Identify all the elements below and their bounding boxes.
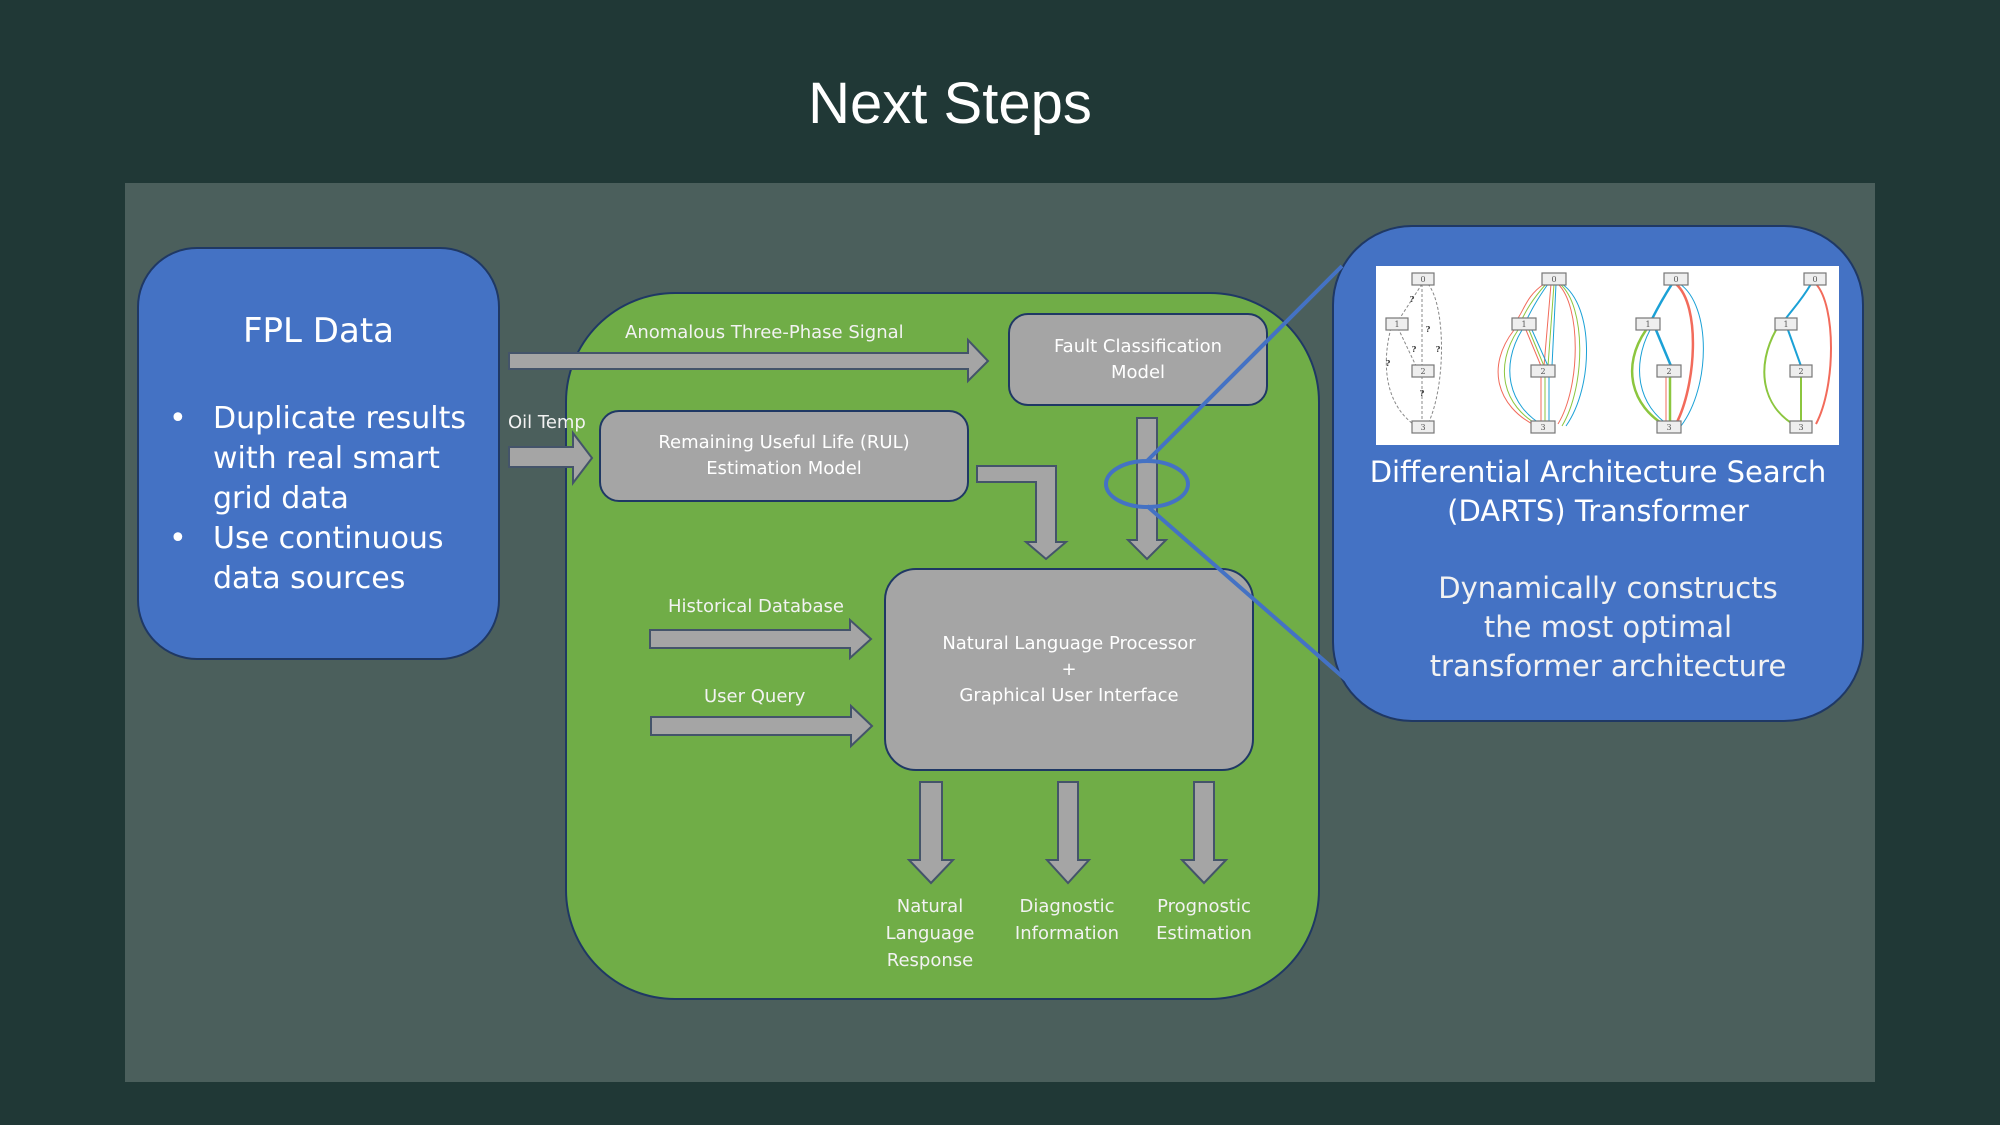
darts-title: Differential Architecture Search (DARTS)…	[1334, 453, 1862, 531]
slide-title: Next Steps	[808, 71, 1092, 136]
callout-ellipse	[1104, 459, 1190, 509]
oil-temp-label: Oil Temp	[508, 412, 586, 433]
output-diagnostic-information: Diagnostic Information	[987, 893, 1147, 947]
darts-cells-svg: ??????	[1385, 272, 1832, 434]
svg-text:0: 0	[1551, 275, 1556, 284]
svg-text:1: 1	[1394, 320, 1399, 329]
svg-text:0: 0	[1673, 275, 1678, 284]
historical-database-label: Historical Database	[668, 596, 844, 617]
output-line: Prognostic	[1157, 896, 1251, 917]
rul-model-line2: Estimation Model	[706, 458, 862, 479]
svg-text:2: 2	[1666, 367, 1671, 376]
svg-text:2: 2	[1798, 367, 1803, 376]
darts-cell-initial	[1385, 283, 1442, 427]
fault-classification-model: Fault Classification Model	[1008, 313, 1268, 406]
output-arrow-prognostic	[1179, 781, 1229, 885]
output-prognostic-estimation: Prognostic Estimation	[1124, 893, 1284, 947]
rul-estimation-model: Remaining Useful Life (RUL) Estimation M…	[599, 410, 969, 502]
fpl-bullet-item: • Duplicate results with real smart grid …	[169, 399, 489, 519]
fpl-bullet-text: Duplicate results with real smart grid d…	[213, 401, 466, 516]
svg-text:?: ?	[1426, 324, 1431, 334]
output-line: Estimation	[1156, 923, 1252, 944]
svg-text:2: 2	[1540, 367, 1545, 376]
svg-text:1: 1	[1521, 320, 1526, 329]
darts-node-labels: 0 1 2 3 0 1 2 3 0 1 2 3 0 1 2 3	[1394, 275, 1817, 432]
darts-nodes	[1385, 272, 1827, 434]
output-arrow-diagnostic	[1044, 781, 1092, 885]
output-line: Information	[1014, 923, 1120, 944]
darts-title-line: (DARTS) Transformer	[1447, 494, 1749, 528]
callout-line-bottom	[1145, 504, 1354, 687]
output-line: Natural	[896, 896, 964, 917]
output-arrow-response	[906, 781, 956, 885]
oil-temp-arrow	[508, 430, 594, 486]
svg-text:?: ?	[1412, 344, 1417, 354]
bullet-icon: •	[169, 401, 187, 436]
fault-model-line2: Model	[1110, 361, 1166, 383]
output-line: Response	[886, 950, 974, 971]
nlp-line1: Natural Language Processor	[942, 632, 1196, 654]
nlp-plus: +	[1061, 658, 1077, 680]
svg-text:0: 0	[1812, 275, 1817, 284]
output-line: Language	[885, 923, 975, 944]
fpl-data-box: FPL Data • Duplicate results with real sm…	[137, 247, 500, 660]
fpl-bullet-item: • Use continuous data sources	[169, 519, 489, 599]
svg-text:3: 3	[1420, 423, 1425, 432]
svg-text:3: 3	[1666, 423, 1671, 432]
darts-desc-line: Dynamically constructs	[1438, 571, 1778, 605]
svg-text:?: ?	[1420, 388, 1425, 398]
bullet-icon: •	[169, 521, 187, 556]
fpl-bullet-text: Use continuous data sources	[213, 521, 444, 596]
signal-label: Anomalous Three-Phase Signal	[625, 322, 904, 343]
fault-model-line1: Fault Classification	[1053, 335, 1223, 357]
svg-text:?: ?	[1410, 294, 1415, 304]
callout-line-top	[1145, 264, 1344, 463]
rul-model-line1: Remaining Useful Life (RUL)	[658, 432, 910, 453]
darts-description: Dynamically constructs the most optimal …	[1344, 569, 1872, 686]
user-query-label: User Query	[704, 686, 806, 707]
svg-text:?: ?	[1436, 344, 1441, 354]
output-natural-language-response: Natural Language Response	[850, 893, 1010, 974]
svg-text:1: 1	[1783, 320, 1788, 329]
svg-text:1: 1	[1645, 320, 1650, 329]
darts-desc-line: transformer architecture	[1429, 649, 1787, 683]
darts-cell-mixed	[1497, 283, 1587, 427]
darts-title-line: Differential Architecture Search	[1369, 455, 1827, 489]
svg-text:2: 2	[1420, 367, 1425, 376]
darts-box: ??????	[1332, 225, 1864, 722]
darts-cell-final	[1763, 283, 1832, 427]
historical-arrow	[649, 617, 873, 661]
darts-cell-weighted	[1631, 283, 1704, 428]
svg-text:0: 0	[1420, 275, 1425, 284]
nlp-gui-module: Natural Language Processor + Graphical U…	[884, 568, 1254, 771]
output-line: Diagnostic	[1019, 896, 1115, 917]
darts-desc-line: the most optimal	[1483, 610, 1733, 644]
darts-cell-initial-qmarks: ??????	[1386, 294, 1441, 398]
svg-text:3: 3	[1540, 423, 1545, 432]
darts-cell-diagram-image: ??????	[1376, 266, 1839, 445]
svg-text:3: 3	[1798, 423, 1803, 432]
fpl-bullet-list: • Duplicate results with real smart grid …	[169, 399, 489, 599]
signal-arrow	[508, 337, 990, 384]
user-query-arrow	[650, 703, 874, 749]
svg-text:?: ?	[1386, 358, 1391, 368]
rul-to-nlp-arrow	[976, 465, 1069, 561]
fpl-data-title: FPL Data	[243, 311, 394, 351]
nlp-line2: Graphical User Interface	[959, 684, 1179, 706]
